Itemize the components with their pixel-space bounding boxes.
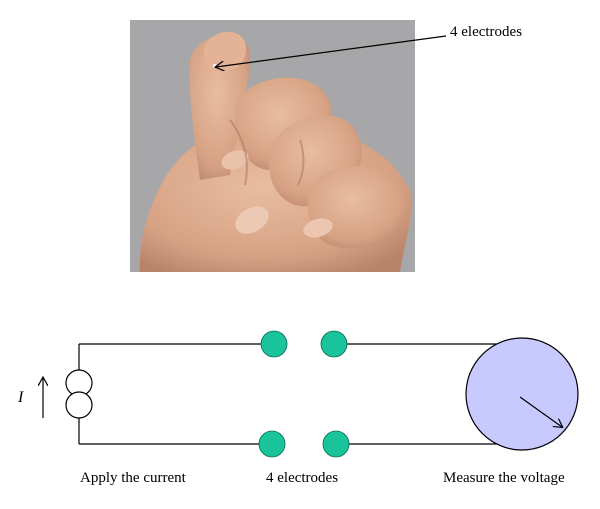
caption-measure-voltage: Measure the voltage bbox=[443, 470, 565, 486]
electrode-top-left bbox=[260, 330, 288, 358]
electrode-annotation-label: 4 electrodes bbox=[450, 24, 523, 40]
hand-photo bbox=[130, 20, 415, 272]
voltmeter bbox=[465, 337, 579, 451]
annotation-arrow bbox=[216, 35, 447, 67]
circuit-wires bbox=[78, 343, 522, 445]
electrode-top-right bbox=[320, 330, 348, 358]
current-symbol: I bbox=[18, 389, 24, 406]
electrode-bottom-left bbox=[258, 430, 286, 458]
caption-apply-current: Apply the current bbox=[80, 470, 186, 486]
electrode-bottom-right bbox=[322, 430, 350, 458]
electrodes bbox=[258, 330, 350, 458]
voltmeter-needle bbox=[519, 396, 562, 427]
current-source bbox=[65, 369, 93, 419]
caption-electrodes: 4 electrodes bbox=[266, 470, 339, 486]
